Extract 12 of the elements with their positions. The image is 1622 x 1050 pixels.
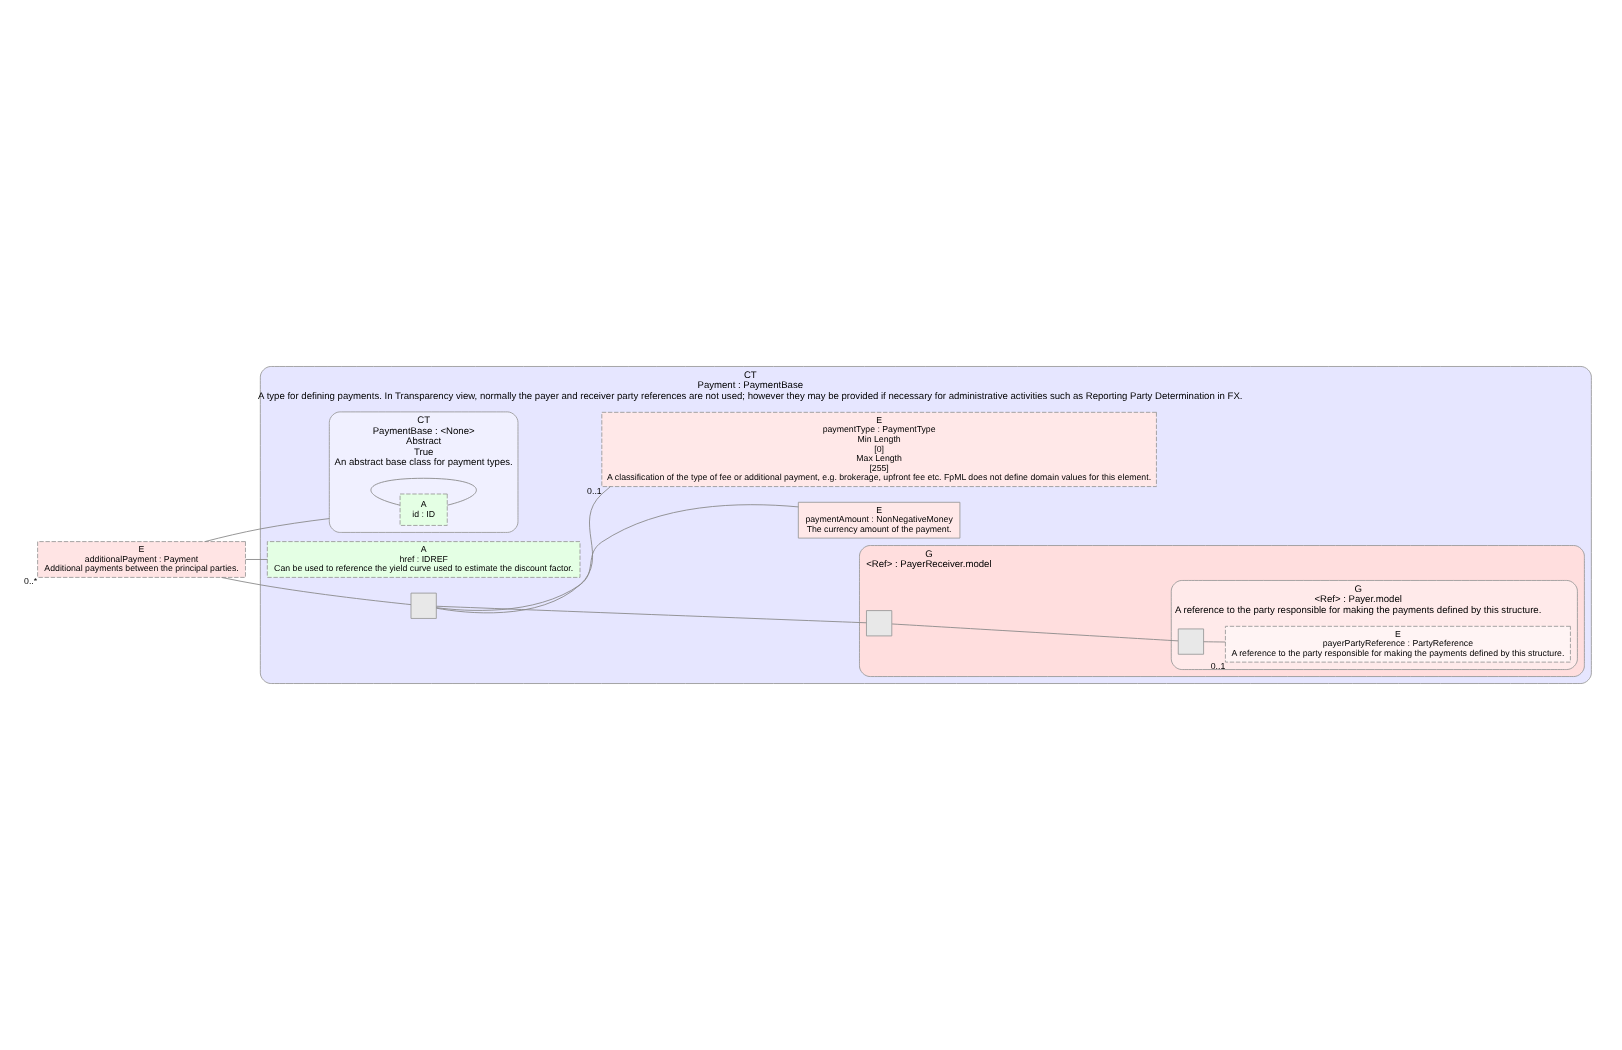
node-box bbox=[1177, 628, 1205, 655]
connector bbox=[204, 518, 330, 542]
connector bbox=[891, 623, 1179, 642]
connector bbox=[370, 477, 477, 506]
connector bbox=[1203, 641, 1226, 643]
node-box bbox=[866, 610, 893, 637]
connector bbox=[436, 486, 611, 614]
connector bbox=[435, 504, 799, 611]
connector bbox=[245, 559, 268, 560]
connector bbox=[221, 577, 412, 606]
node-box bbox=[410, 592, 437, 619]
connector bbox=[436, 605, 867, 624]
